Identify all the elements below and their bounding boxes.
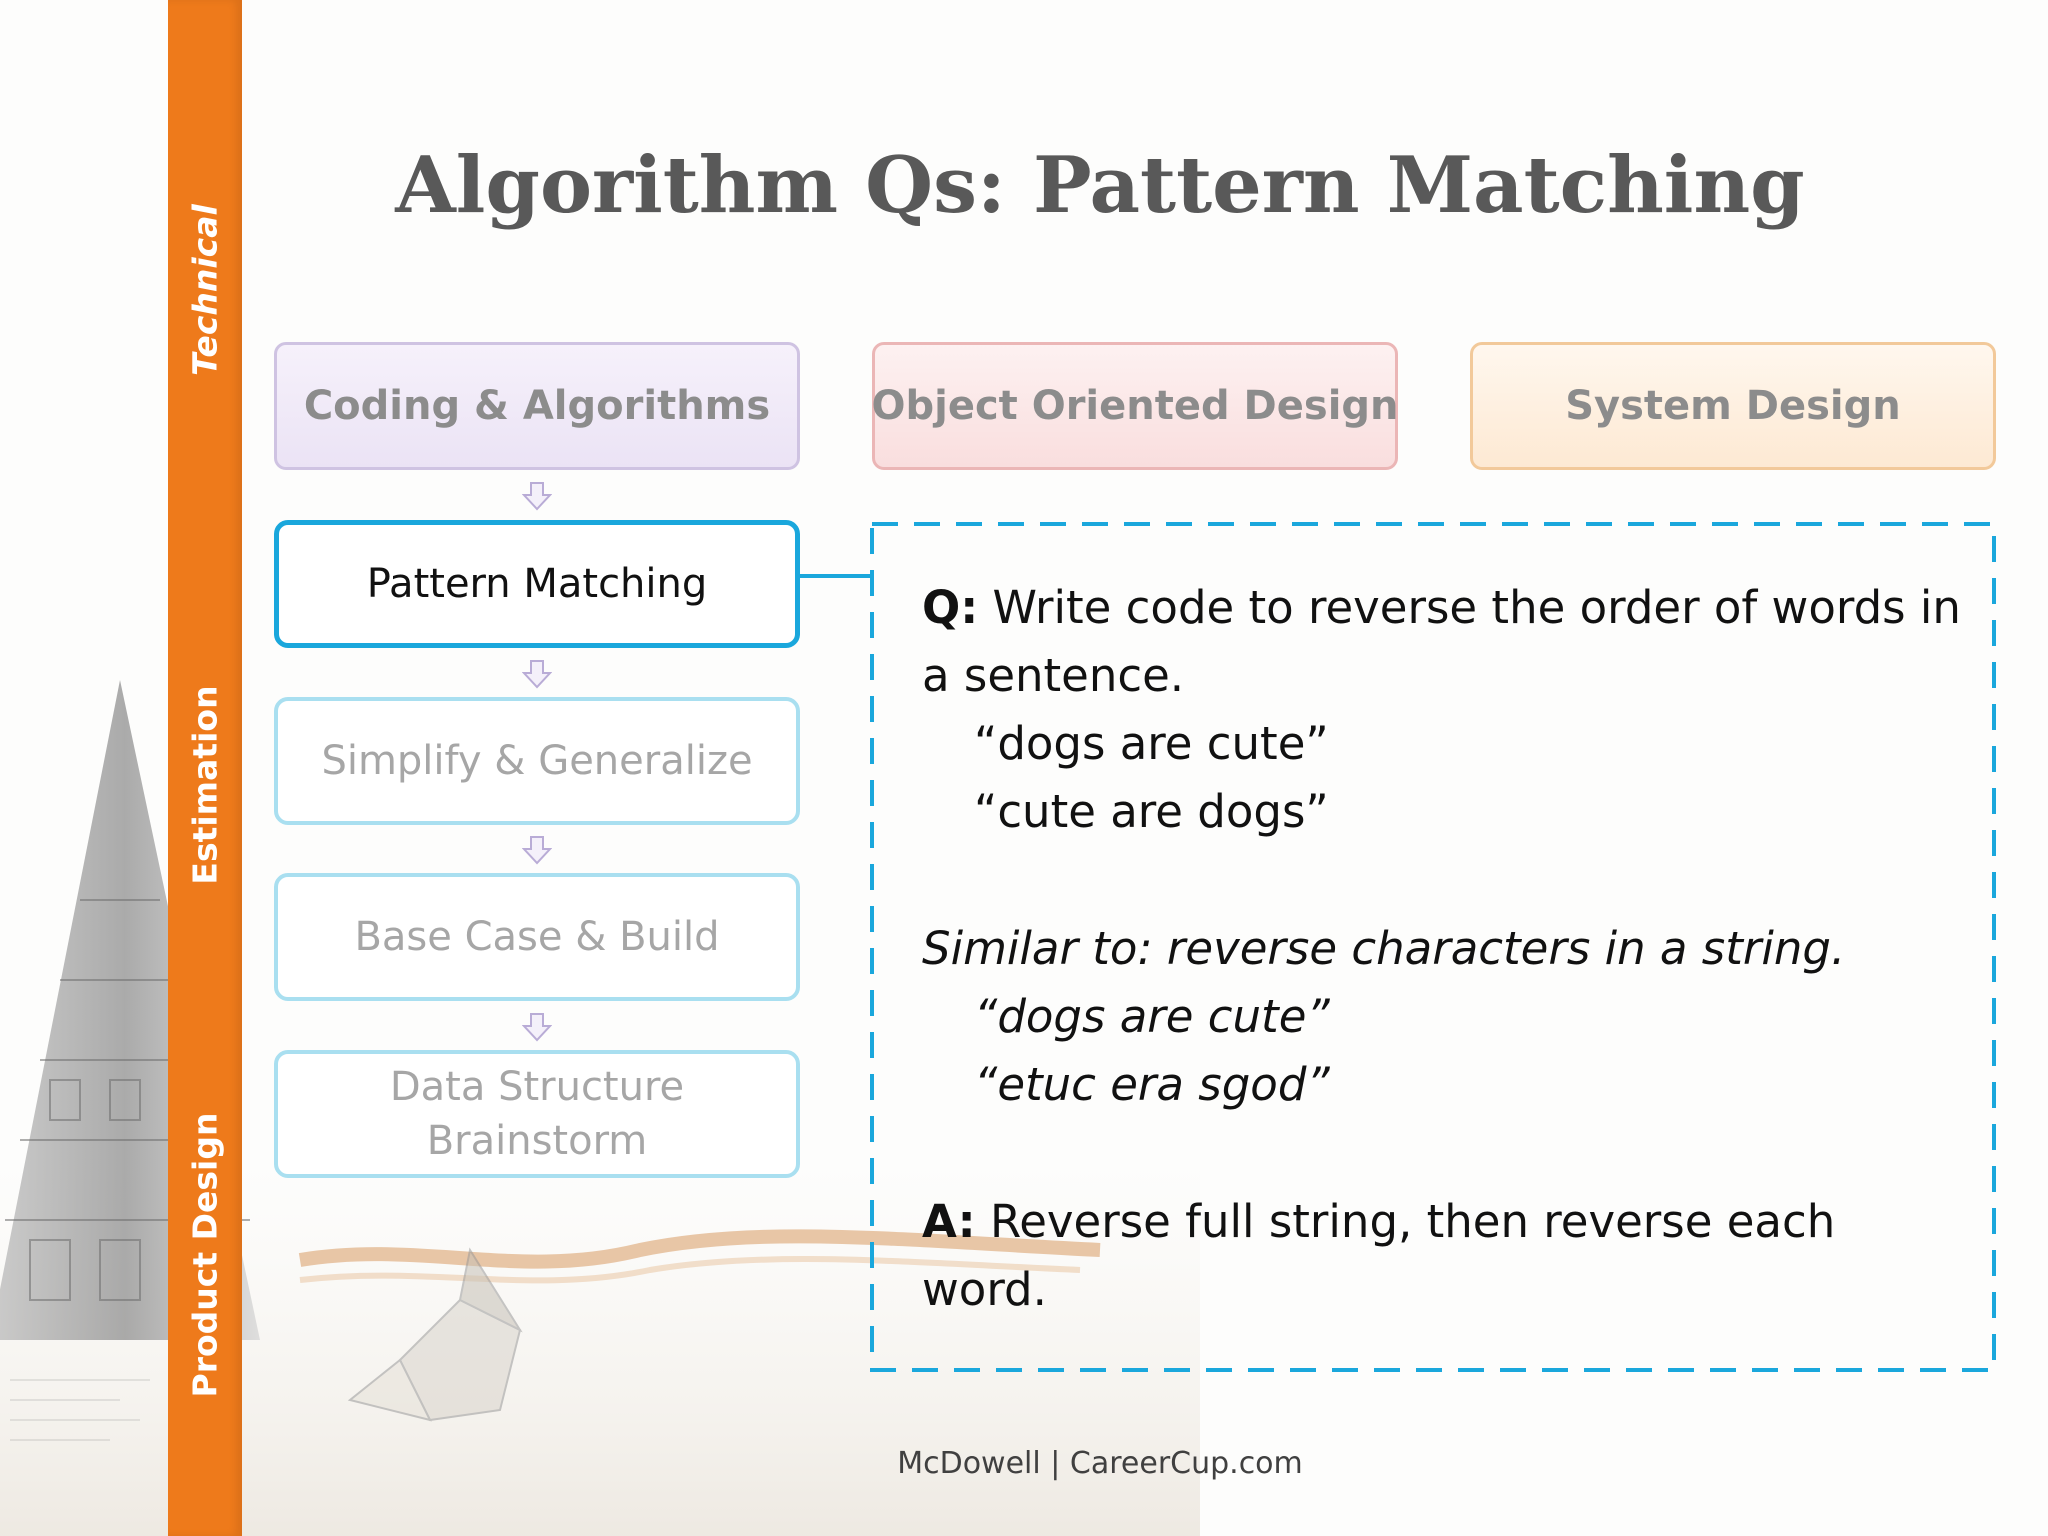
example-output: “cute are dogs” [974, 785, 1329, 838]
sidebar-label-estimation: Estimation [185, 685, 225, 885]
connector-line [800, 574, 870, 578]
sidebar-strip [168, 0, 242, 1536]
step-data-structure-brainstorm: Data Structure Brainstorm [274, 1050, 800, 1178]
qa-box [870, 522, 1996, 1372]
question-text: Q: Write code to reverse the order of wo… [922, 574, 1962, 710]
category-object-oriented-design: Object Oriented Design [871, 342, 1399, 470]
down-arrow-icon [522, 1013, 552, 1042]
qa-box-border [870, 522, 1996, 1372]
question-label: Q: [922, 581, 979, 634]
question-body: Write code to reverse the order of words… [922, 581, 1961, 702]
step-base-case-build: Base Case & Build [274, 873, 800, 1001]
down-arrow-icon [522, 482, 552, 511]
step-pattern-matching: Pattern Matching [274, 520, 800, 648]
category-coding-algorithms: Coding & Algorithms [274, 342, 800, 470]
answer-text: A: Reverse full string, then reverse eac… [922, 1188, 1962, 1324]
slide-title: Algorithm Qs: Pattern Matching [395, 140, 1805, 231]
answer-body: Reverse full string, then reverse each w… [922, 1195, 1836, 1316]
similar-example-output: “etuc era sgod” [974, 1058, 1330, 1111]
similar-problem: Similar to: reverse characters in a stri… [922, 922, 1846, 975]
similar-example-input: “dogs are cute” [974, 990, 1330, 1043]
answer-label: A: [922, 1195, 976, 1248]
sidebar-label-product-design: Product Design [185, 1112, 225, 1398]
down-arrow-icon [522, 836, 552, 865]
step-data-label: Data Structure Brainstorm [389, 1064, 685, 1164]
footer-credit: McDowell | CareerCup.com [897, 1446, 1303, 1481]
step-simplify-generalize: Simplify & Generalize [274, 697, 800, 825]
example-input: “dogs are cute” [974, 717, 1329, 770]
sidebar-label-technical: Technical [185, 204, 225, 376]
down-arrow-icon [522, 660, 552, 689]
category-system-design: System Design [1470, 342, 1996, 470]
